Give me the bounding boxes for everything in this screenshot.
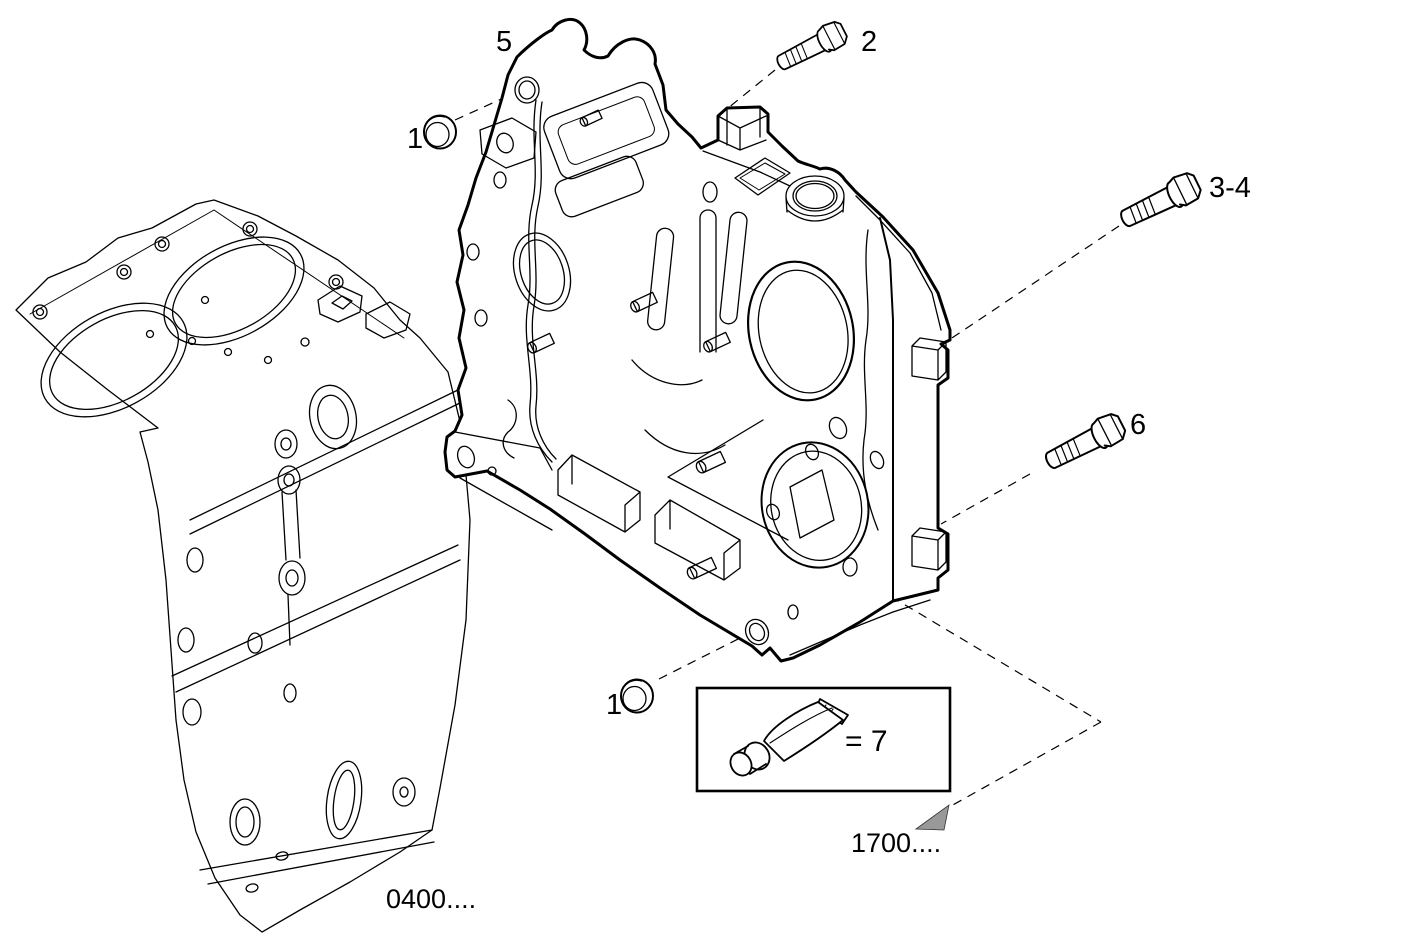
dowel-pin	[686, 556, 718, 580]
plug-top	[423, 114, 457, 150]
engine-block-drawing	[15, 199, 471, 933]
leader-bolt-2	[716, 69, 776, 118]
callout-housing: 5	[496, 26, 512, 58]
sealant-tube-icon	[729, 698, 849, 777]
dowel-pin	[527, 332, 555, 354]
ref-flywheel: 1700....	[851, 828, 941, 858]
leader-plug-top	[454, 90, 520, 121]
dowel-pin	[630, 291, 658, 313]
direction-arrow-icon	[914, 804, 950, 831]
bolt-2	[771, 17, 851, 77]
ref-crankcase: 0400....	[386, 884, 476, 914]
callout-bolt-low: 6	[1130, 409, 1146, 441]
leader-flywheel-2	[950, 721, 1102, 807]
dowel-pin	[695, 450, 727, 474]
sealant-equals-label: = 7	[845, 725, 888, 758]
plug-bottom	[620, 678, 654, 714]
leader-bolt-3-4	[942, 225, 1120, 345]
callout-bolt-top: 2	[861, 26, 877, 58]
callout-plug-top: 1	[407, 123, 423, 155]
callout-bolt-mid: 3-4	[1209, 172, 1251, 204]
leader-bolt-6	[940, 473, 1031, 525]
bolt-3-4	[1114, 168, 1205, 235]
dowel-pin	[703, 331, 731, 353]
leader-plug-bottom	[658, 633, 749, 680]
callout-plug-bottom: 1	[606, 689, 622, 721]
sealant-box: = 7	[695, 686, 952, 793]
flywheel-housing-drawing	[443, 18, 952, 663]
bolt-6	[1039, 409, 1130, 477]
leader-lines	[454, 69, 1120, 807]
dowel-pin	[579, 109, 603, 127]
